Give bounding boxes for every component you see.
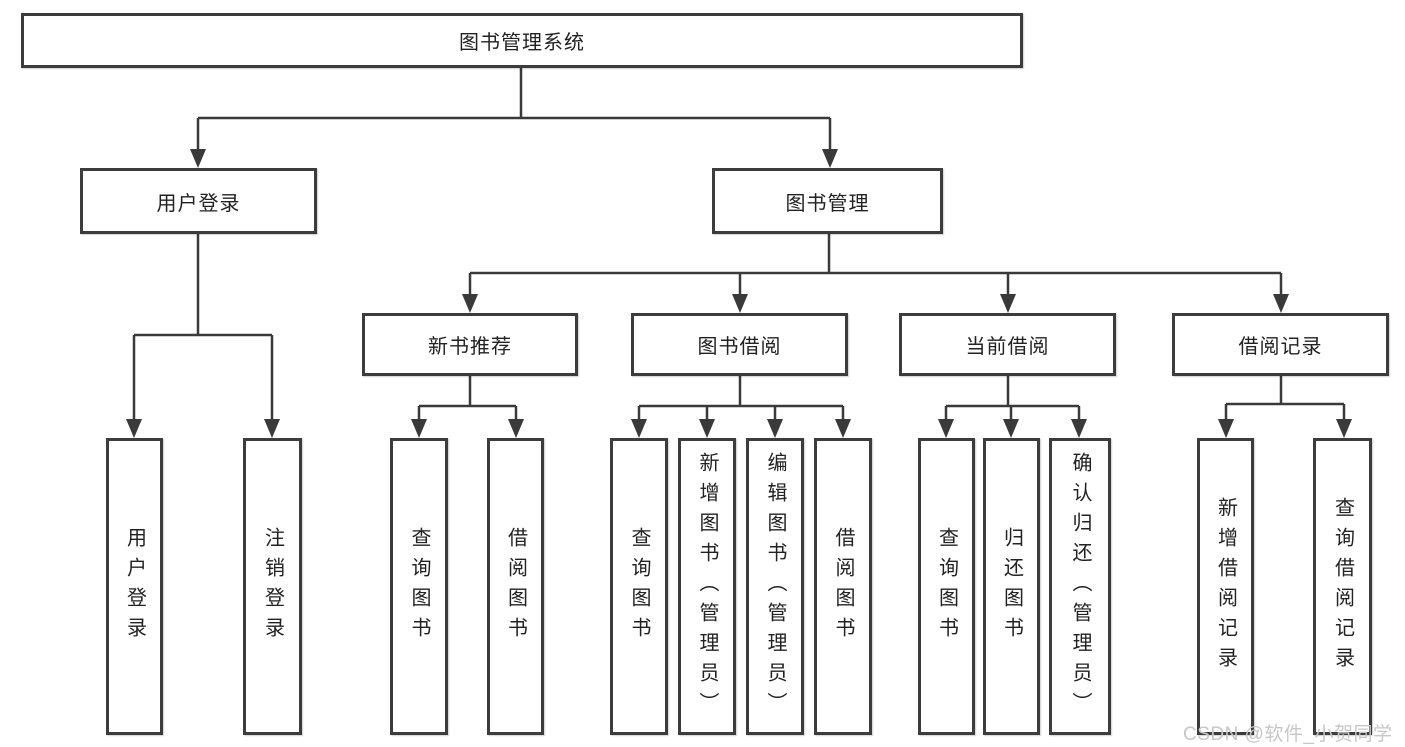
node-current-borrow: 当前借阅 — [899, 313, 1116, 376]
node-label: 查询图书 — [628, 526, 650, 647]
node-label: 借阅记录 — [1238, 336, 1323, 358]
leaf-query-books-borrow: 查询图书 — [610, 438, 668, 735]
leaf-add-borrow-record: 新增借阅记录 — [1197, 438, 1254, 735]
leaf-query-borrow-record: 查询借阅记录 — [1313, 438, 1372, 735]
node-label: 图书管理 — [785, 192, 870, 215]
node-label: 当前借阅 — [965, 336, 1050, 358]
arrowhead-icons — [126, 149, 1352, 438]
node-book-management: 图书管理 — [712, 168, 943, 234]
leaf-borrow-books: 借阅图书 — [814, 438, 872, 735]
leaf-edit-book-admin: 编辑图书（管理员） — [746, 438, 804, 735]
node-label: 用户登录 — [156, 192, 241, 215]
node-label: 确认归还（管理员） — [1069, 451, 1091, 722]
node-label: 查询借阅记录 — [1331, 496, 1354, 677]
node-label: 注销登录 — [261, 526, 284, 647]
leaf-add-book-admin: 新增图书（管理员） — [678, 438, 736, 735]
node-borrow-records: 借阅记录 — [1172, 313, 1389, 376]
node-library-system: 图书管理系统 — [21, 13, 1023, 68]
node-label: 查询图书 — [408, 526, 430, 647]
node-label: 借阅图书 — [832, 526, 854, 647]
node-label: 图书借阅 — [697, 336, 782, 358]
leaf-return-book: 归还图书 — [983, 438, 1040, 735]
node-label: 新书推荐 — [428, 336, 512, 358]
leaf-user-login: 用户登录 — [106, 438, 163, 735]
node-label: 归还图书 — [1000, 526, 1023, 647]
node-book-borrow: 图书借阅 — [631, 313, 848, 376]
leaf-query-books-recommend: 查询图书 — [390, 438, 448, 735]
leaf-logout: 注销登录 — [243, 438, 302, 735]
leaf-query-books-current: 查询图书 — [918, 438, 975, 735]
node-label: 新增借阅记录 — [1214, 496, 1237, 677]
node-label: 编辑图书（管理员） — [764, 451, 786, 722]
leaf-borrow-books-recommend: 借阅图书 — [487, 438, 544, 735]
node-label: 图书管理系统 — [459, 32, 585, 54]
node-label: 查询图书 — [935, 526, 958, 647]
csdn-watermark: CSDN @软件_小贺同学 — [1183, 724, 1393, 745]
node-label: 新增图书（管理员） — [696, 451, 718, 722]
node-label: 借阅图书 — [504, 526, 527, 647]
node-label: 用户登录 — [123, 526, 146, 647]
node-user-login: 用户登录 — [80, 168, 317, 234]
leaf-confirm-return-admin: 确认归还（管理员） — [1049, 438, 1111, 735]
node-new-book-recommend: 新书推荐 — [362, 313, 578, 376]
